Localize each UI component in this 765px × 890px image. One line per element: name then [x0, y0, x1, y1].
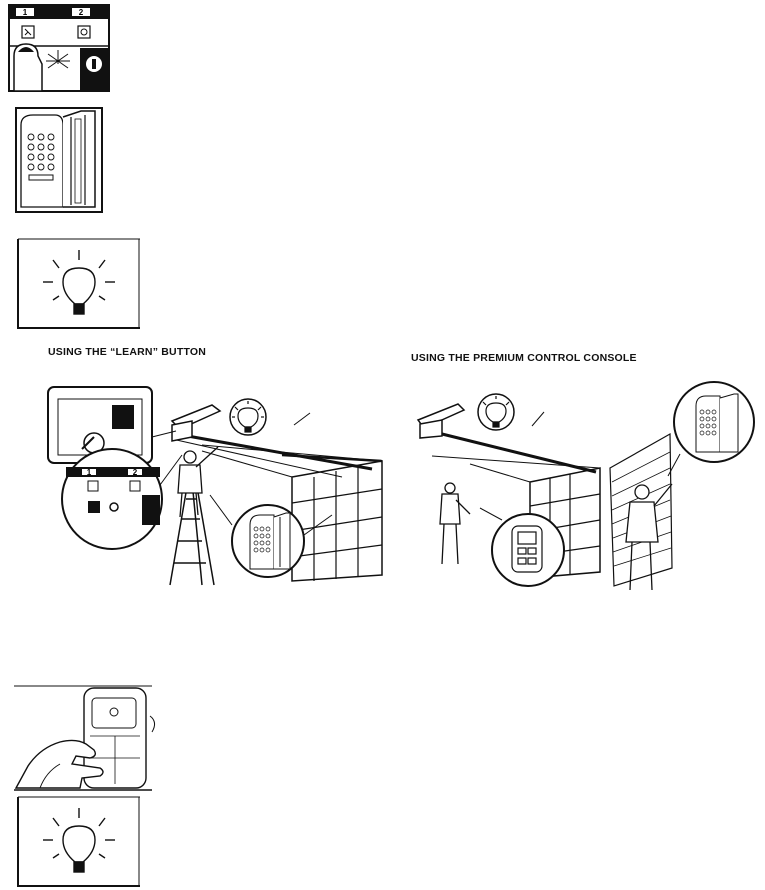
premium-console-garage-scene [410, 372, 760, 598]
scene-panel-label-1: 1 [87, 468, 92, 477]
premium-console-heading: USING THE PREMIUM CONTROL CONSOLE [411, 352, 637, 364]
light-bulb-icon-bottom [43, 808, 115, 872]
opener-motor-icon [172, 405, 220, 441]
scene-panel-label-2: 2 [133, 468, 138, 477]
panel-label-2: 2 [79, 8, 84, 17]
light-flash-figure-bottom [17, 796, 141, 888]
keypad-icon [21, 111, 95, 207]
keypad-figure [15, 107, 103, 213]
hand-remote-figure [10, 684, 156, 794]
learn-button-garage-scene: 1 2 [42, 385, 394, 585]
ladder-icon [170, 481, 214, 585]
panel-label-1: 1 [23, 8, 28, 17]
learn-button-press-figure: 1 2 [8, 4, 110, 92]
remote-control-icon [512, 526, 542, 572]
learn-button-heading: USING THE “LEARN” BUTTON [48, 346, 206, 358]
light-bulb-icon [43, 250, 115, 314]
light-flash-figure [17, 238, 141, 330]
